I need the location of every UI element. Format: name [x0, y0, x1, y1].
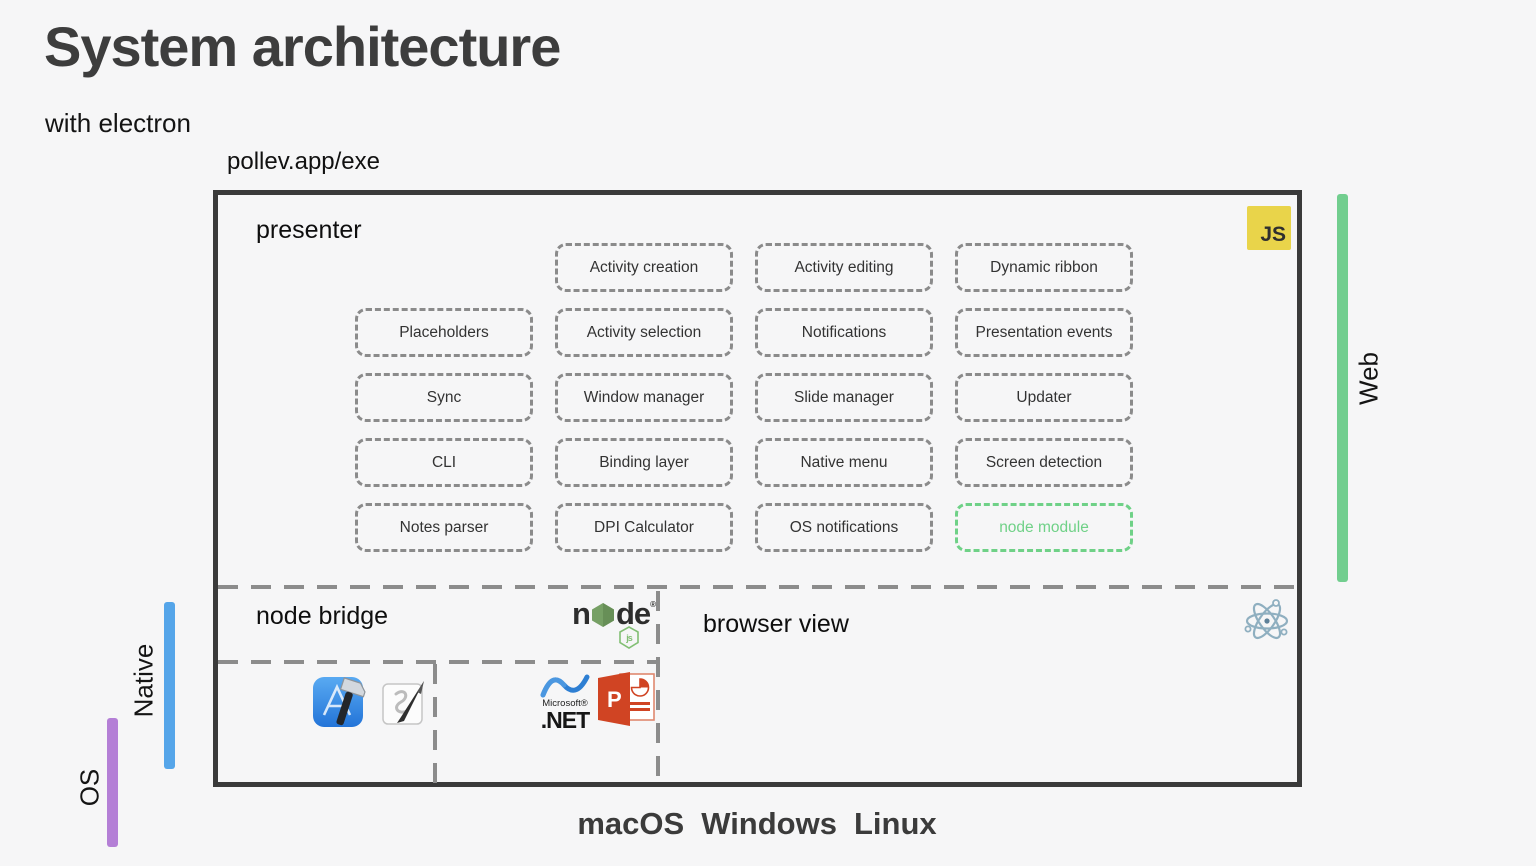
- node-bridge-label: node bridge: [256, 602, 389, 630]
- browser-view-label: browser view: [703, 610, 849, 638]
- module-activity-creation: Activity creation: [555, 243, 733, 292]
- module-placeholders: Placeholders: [355, 308, 533, 357]
- nodejs-js-hexagon-icon: js: [619, 626, 639, 649]
- svg-text:js: js: [625, 633, 633, 643]
- platform-list: macOS Windows Linux: [407, 806, 1107, 842]
- nodejs-logo: n de ® js: [572, 598, 656, 650]
- module-updater: Updater: [955, 373, 1133, 422]
- nodejs-hexagon-icon: [591, 603, 614, 627]
- web-scope-label: Web: [1353, 352, 1384, 405]
- dotnet-microsoft-label: Microsoft®: [542, 698, 588, 709]
- module-cli: CLI: [355, 438, 533, 487]
- web-scope-bar: [1337, 194, 1348, 582]
- powerpoint-icon: P: [598, 672, 655, 726]
- app-box: [213, 190, 1302, 787]
- module-window-manager: Window manager: [555, 373, 733, 422]
- module-native-menu: Native menu: [755, 438, 933, 487]
- divider-bridge-platforms: [218, 660, 658, 664]
- module-dynamic-ribbon: Dynamic ribbon: [955, 243, 1133, 292]
- module-dpi-calculator: DPI Calculator: [555, 503, 733, 552]
- native-scope-label: Native: [128, 643, 159, 718]
- module-activity-editing: Activity editing: [755, 243, 933, 292]
- dotnet-swoosh-icon: [540, 674, 590, 698]
- powerpoint-p-label: P: [607, 687, 622, 712]
- app-box-label: pollev.app/exe: [227, 148, 380, 175]
- os-scope-bar: [107, 718, 118, 847]
- native-scope-bar: [164, 602, 175, 769]
- platform-windows: Windows: [701, 806, 837, 841]
- divider-bridge-browser: [656, 591, 660, 783]
- page-title: System architecture: [44, 15, 561, 78]
- module-binding-layer: Binding layer: [555, 438, 733, 487]
- nodejs-logo-n: n: [572, 596, 591, 631]
- os-scope-label: OS: [74, 768, 105, 807]
- javascript-icon: JS: [1247, 206, 1291, 250]
- dotnet-icon: Microsoft® .NET: [531, 674, 599, 732]
- module-activity-selection: Activity selection: [555, 308, 733, 357]
- divider-macos-windows: [433, 664, 437, 783]
- dotnet-net-label: .NET: [540, 706, 590, 733]
- presenter-module-grid: Activity creation Activity editing Dynam…: [355, 243, 1133, 552]
- module-notes-parser: Notes parser: [355, 503, 533, 552]
- platform-linux: Linux: [853, 806, 937, 841]
- module-notifications: Notifications: [755, 308, 933, 357]
- module-screen-detection: Screen detection: [955, 438, 1133, 487]
- page-subtitle: with electron: [45, 108, 191, 138]
- module-os-notifications: OS notifications: [755, 503, 933, 552]
- presenter-section-label: presenter: [256, 216, 362, 244]
- divider-presenter-bottom: [218, 585, 1297, 589]
- script-editor-icon: [382, 681, 424, 725]
- nodejs-logo-reg: ®: [650, 600, 656, 609]
- module-slide-manager: Slide manager: [755, 373, 933, 422]
- xcode-icon: [313, 677, 366, 727]
- module-node-module: node module: [955, 503, 1133, 552]
- module-sync: Sync: [355, 373, 533, 422]
- javascript-icon-text: JS: [1260, 223, 1286, 246]
- platform-macos: macOS: [577, 806, 685, 841]
- module-presentation-events: Presentation events: [955, 308, 1133, 357]
- electron-icon: [1244, 599, 1289, 640]
- nodejs-logo-de: de: [615, 596, 651, 631]
